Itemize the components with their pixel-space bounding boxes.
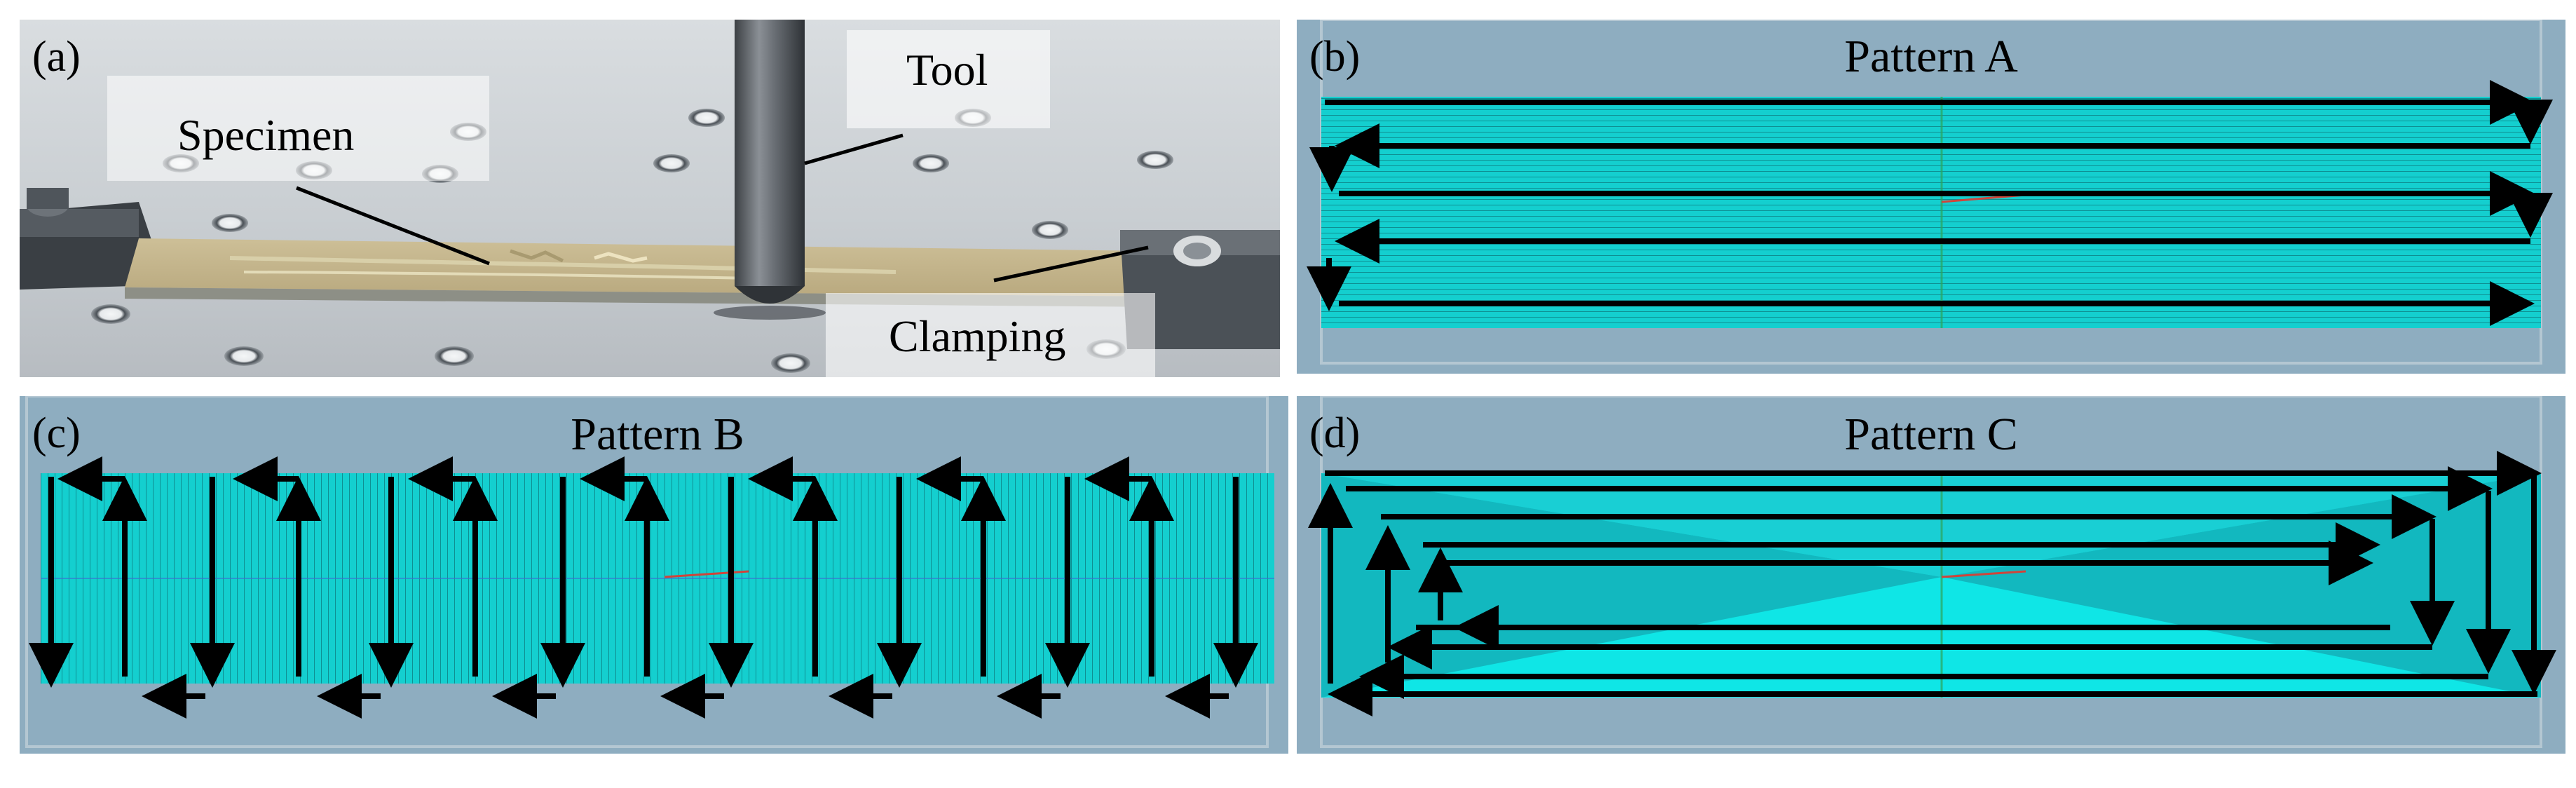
clamping-label: Clamping <box>889 311 1066 361</box>
pattern-c-arrows <box>1308 451 2556 716</box>
pattern-c-title: Pattern C <box>1844 409 2018 460</box>
panel-b-pattern-a: (b) Pattern A <box>1297 20 2565 374</box>
left-clamp-block <box>20 188 153 290</box>
pattern-a-title: Pattern A <box>1844 31 2018 82</box>
milling-tool <box>714 20 826 320</box>
pattern-b-title: Pattern B <box>571 409 744 460</box>
pattern-a-arrows <box>1307 80 2553 326</box>
panel-label-b: (b) <box>1309 33 1361 81</box>
pattern-c-toolpath-diagram <box>1297 396 2565 754</box>
clamping-leader-line <box>993 245 1149 283</box>
panel-c-pattern-b: (c) Pattern B <box>20 396 1288 754</box>
panel-d-pattern-c: (d) Pattern C <box>1297 396 2565 754</box>
specimen-label: Specimen <box>177 110 355 160</box>
pattern-b-arrows <box>29 456 1258 719</box>
pattern-b-toolpath-diagram <box>20 396 1288 754</box>
tool-leader-line <box>804 133 904 165</box>
panel-label-d: (d) <box>1309 409 1361 457</box>
right-clamp-block <box>1120 230 1280 349</box>
toolpath-region <box>1321 97 2541 328</box>
panel-label-a: (a) <box>32 33 81 81</box>
tool-label: Tool <box>906 45 988 95</box>
panel-label-c: (c) <box>32 409 81 457</box>
specimen-leader-line <box>296 186 490 266</box>
machining-setup-photo <box>20 20 1280 377</box>
panel-a-photo: (a) Specimen Tool Clamping <box>20 20 1280 377</box>
specimen-plate <box>125 238 1169 307</box>
pattern-a-toolpath-diagram <box>1297 20 2565 374</box>
